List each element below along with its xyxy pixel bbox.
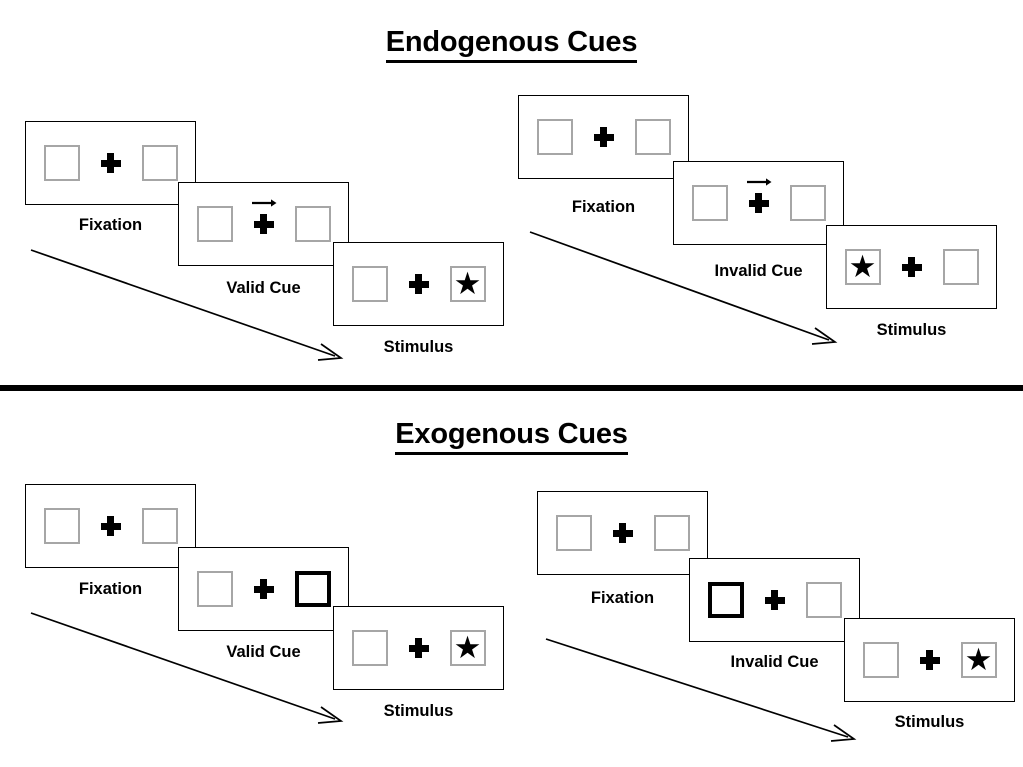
- caption-endogenous-valid-stimulus: Stimulus: [383, 338, 454, 356]
- caption-endogenous-invalid-stimulus: Stimulus: [876, 321, 947, 339]
- arrow-right-cue-icon: [251, 199, 276, 207]
- fixation-cross-icon: [100, 516, 121, 536]
- fixation-cross-icon: [408, 638, 429, 658]
- star-target-icon: ★: [453, 265, 482, 301]
- stimulus-box-left: [536, 119, 573, 155]
- fixation-cross-group: [406, 638, 432, 658]
- trial-frame-exogenous-valid-stimulus: ★: [333, 606, 504, 690]
- trial-frame-exogenous-invalid-fixation: [537, 491, 708, 575]
- fixation-cross-group: [251, 199, 277, 234]
- fixation-cross-icon: [901, 257, 922, 277]
- stimulus-box-left: [43, 508, 80, 544]
- fixation-cross-group: [610, 523, 636, 543]
- fixation-cross-group: [98, 516, 124, 536]
- stimulus-box-right: [653, 515, 690, 551]
- stimulus-box-right: ★: [449, 629, 486, 666]
- trial-frame-exogenous-invalid-stimulus: ★: [844, 618, 1015, 702]
- stimulus-box-left: [691, 185, 728, 221]
- stimulus-box-right: ★: [960, 641, 997, 678]
- trial-frame-endogenous-invalid-stimulus: ★: [826, 225, 997, 309]
- stimulus-box-left: [351, 266, 388, 302]
- stimulus-box-right: [294, 206, 331, 242]
- trial-frame-endogenous-valid-stimulus: ★: [333, 242, 504, 326]
- fixation-cross-group: [406, 274, 432, 294]
- flow-arrow-exogenous-invalid: [545, 638, 857, 742]
- trial-frame-exogenous-valid-cue: [178, 547, 349, 631]
- caption-exogenous-invalid-fixation: Fixation: [590, 589, 655, 607]
- caption-exogenous-invalid-cue: Invalid Cue: [730, 653, 819, 671]
- flow-arrow-endogenous-invalid: [529, 231, 838, 345]
- trial-frame-endogenous-invalid-fixation: [518, 95, 689, 179]
- stimulus-box-left-cued: [707, 582, 744, 618]
- star-target-icon: ★: [964, 641, 993, 677]
- section-title-endogenous-text: Endogenous Cues: [385, 26, 637, 63]
- fixation-cross-group: [746, 178, 772, 213]
- star-target-icon: ★: [453, 629, 482, 665]
- stimulus-box-left: [196, 571, 233, 607]
- fixation-cross-icon: [612, 523, 633, 543]
- caption-exogenous-valid-fixation: Fixation: [78, 580, 143, 598]
- caption-exogenous-valid-cue: Valid Cue: [226, 643, 301, 661]
- stimulus-box-left: [862, 642, 899, 678]
- caption-exogenous-valid-stimulus: Stimulus: [383, 702, 454, 720]
- trial-frame-endogenous-invalid-cue: [673, 161, 844, 245]
- stimulus-box-left: [555, 515, 592, 551]
- fixation-cross-icon: [408, 274, 429, 294]
- caption-exogenous-invalid-stimulus: Stimulus: [894, 713, 965, 731]
- stimulus-box-right: [789, 185, 826, 221]
- caption-endogenous-invalid-fixation: Fixation: [571, 198, 636, 216]
- fixation-cross-group: [917, 650, 943, 670]
- fixation-cross-icon: [253, 579, 274, 599]
- star-target-icon: ★: [848, 248, 877, 284]
- stimulus-box-left: [43, 145, 80, 181]
- fixation-cross-icon: [748, 193, 769, 213]
- section-title-exogenous-text: Exogenous Cues: [395, 418, 628, 455]
- section-title-exogenous: Exogenous Cues: [0, 418, 1023, 455]
- trial-frame-exogenous-valid-fixation: [25, 484, 196, 568]
- caption-endogenous-valid-cue: Valid Cue: [226, 279, 301, 297]
- trial-frame-endogenous-valid-fixation: [25, 121, 196, 205]
- stimulus-box-right: ★: [449, 265, 486, 302]
- fixation-cross-icon: [593, 127, 614, 147]
- trial-frame-endogenous-valid-cue: [178, 182, 349, 266]
- stimulus-box-right: [634, 119, 671, 155]
- stimulus-box-right: [141, 145, 178, 181]
- fixation-cross-icon: [100, 153, 121, 173]
- stimulus-box-right: [805, 582, 842, 618]
- section-divider: [0, 385, 1023, 391]
- stimulus-box-left: [351, 630, 388, 666]
- trial-frame-exogenous-invalid-cue: [689, 558, 860, 642]
- stimulus-box-left: [196, 206, 233, 242]
- stimulus-box-left: ★: [844, 248, 881, 285]
- fixation-cross-group: [762, 590, 788, 610]
- fixation-cross-group: [98, 153, 124, 173]
- fixation-cross-icon: [253, 214, 274, 234]
- section-title-endogenous: Endogenous Cues: [0, 26, 1023, 63]
- arrow-right-cue-icon: [746, 178, 771, 186]
- caption-endogenous-invalid-cue: Invalid Cue: [714, 262, 803, 280]
- fixation-cross-group: [591, 127, 617, 147]
- fixation-cross-group: [899, 257, 925, 277]
- fixation-cross-icon: [764, 590, 785, 610]
- stimulus-box-right-cued: [294, 571, 331, 607]
- caption-endogenous-valid-fixation: Fixation: [78, 216, 143, 234]
- stimulus-box-right: [942, 249, 979, 285]
- fixation-cross-group: [251, 579, 277, 599]
- stimulus-box-right: [141, 508, 178, 544]
- fixation-cross-icon: [919, 650, 940, 670]
